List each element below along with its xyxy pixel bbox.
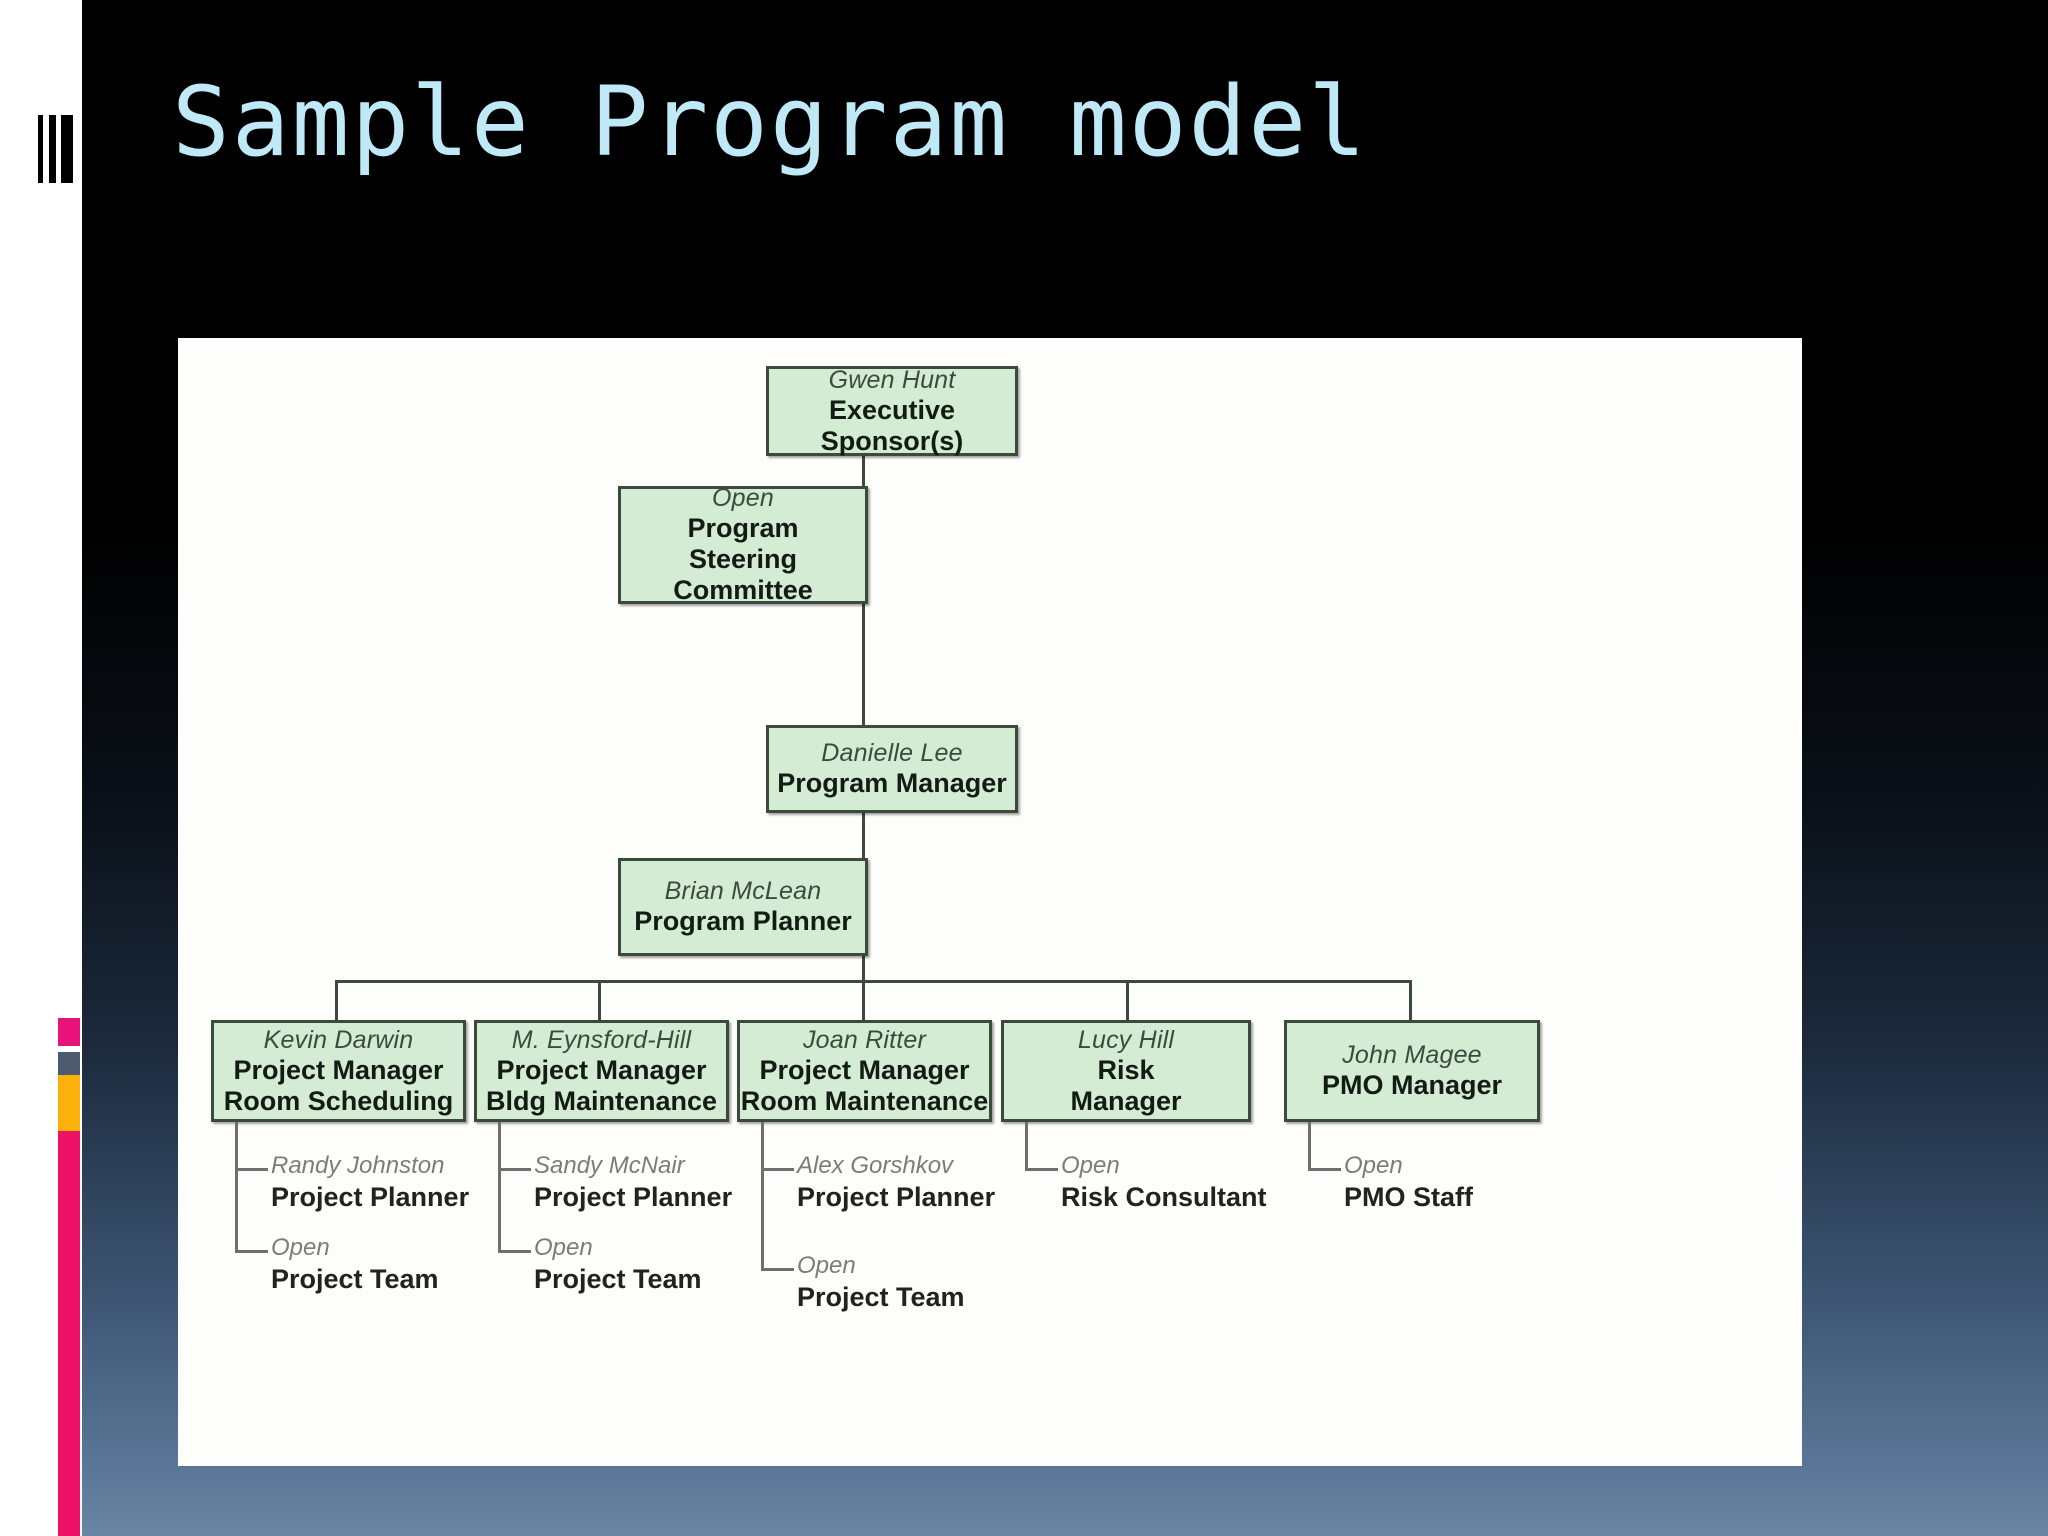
node-risk-manager[interactable]: Lucy Hill Risk Manager bbox=[1001, 1020, 1251, 1122]
node-role-line-1: Program Manager bbox=[777, 768, 1007, 798]
node-role-line-2: Room Scheduling bbox=[223, 1085, 454, 1116]
node-name: Brian McLean bbox=[664, 877, 822, 905]
leaf-item-pmo-staff[interactable]: Open PMO Staff bbox=[1344, 1151, 1473, 1213]
leaf-tick-c5a bbox=[1308, 1168, 1341, 1171]
node-name: Open bbox=[712, 484, 774, 512]
connector-exec-vertical bbox=[862, 455, 865, 755]
leaf-role: Project Planner bbox=[271, 1182, 470, 1212]
connector-drop-col3 bbox=[862, 980, 865, 1020]
leaf-tick-c3a bbox=[761, 1168, 794, 1171]
node-role-line-1: Risk bbox=[1097, 1054, 1155, 1085]
org-chart: Gwen Hunt Executive Sponsor(s) Open Prog… bbox=[178, 338, 1802, 1466]
node-executive-sponsor[interactable]: Gwen Hunt Executive Sponsor(s) bbox=[766, 366, 1018, 456]
connector-drop-col1 bbox=[335, 980, 338, 1020]
node-role-line-2: Manager bbox=[1070, 1085, 1182, 1116]
node-role-line-2: Room Maintenance bbox=[740, 1085, 989, 1116]
leaf-role: Project Planner bbox=[534, 1182, 733, 1212]
accent-block-pink-small bbox=[58, 1018, 80, 1046]
node-program-steering-committee[interactable]: Open Program Steering Committee bbox=[618, 484, 868, 605]
accent-block-pink-bar bbox=[58, 1131, 80, 1536]
node-role-line-1: Program Planner bbox=[634, 906, 852, 936]
node-name: Danielle Lee bbox=[821, 739, 963, 767]
leaf-name: Sandy McNair bbox=[534, 1152, 685, 1179]
node-role-line-1: Executive bbox=[828, 394, 956, 425]
connector-bottom-bus bbox=[335, 980, 1410, 983]
leaf-item-sandy-mcnair[interactable]: Sandy McNair Project Planner bbox=[534, 1151, 732, 1213]
node-name: M. Eynsford-Hill bbox=[511, 1025, 692, 1054]
node-role-line-1: Project Manager bbox=[496, 1054, 707, 1085]
leaf-item-risk-consultant[interactable]: Open Risk Consultant bbox=[1061, 1151, 1267, 1213]
leaf-tick-c3b bbox=[761, 1268, 794, 1271]
node-name: Kevin Darwin bbox=[263, 1025, 414, 1054]
leaf-role: PMO Staff bbox=[1344, 1182, 1474, 1212]
node-name: Lucy Hill bbox=[1077, 1025, 1175, 1054]
node-pmo-manager[interactable]: John Magee PMO Manager bbox=[1284, 1020, 1540, 1122]
leaf-item-alex-gorshkov[interactable]: Alex Gorshkov Project Planner bbox=[797, 1151, 995, 1213]
node-role-line-2: Steering bbox=[688, 544, 798, 574]
leaf-name: Open bbox=[534, 1234, 593, 1261]
leaf-role: Risk Consultant bbox=[1061, 1182, 1267, 1212]
leaf-name: Open bbox=[1061, 1152, 1120, 1179]
connector-drop-col2 bbox=[598, 980, 601, 1020]
page-title: Sample Program model bbox=[172, 66, 1368, 178]
leaf-spine-col1 bbox=[235, 1122, 238, 1252]
barcode-stripe-1 bbox=[38, 115, 43, 183]
leaf-tick-c1a bbox=[235, 1168, 268, 1171]
leaf-item-col1-project-team[interactable]: Open Project Team bbox=[271, 1233, 439, 1295]
node-project-manager-room-scheduling[interactable]: Kevin Darwin Project Manager Room Schedu… bbox=[211, 1020, 466, 1122]
barcode-stripe-3 bbox=[61, 115, 73, 183]
leaf-tick-c1b bbox=[235, 1250, 268, 1253]
node-name: John Magee bbox=[1342, 1041, 1482, 1069]
leaf-tick-c4a bbox=[1025, 1168, 1058, 1171]
node-name: Joan Ritter bbox=[802, 1025, 927, 1054]
leaf-spine-col4 bbox=[1025, 1122, 1028, 1170]
leaf-name: Open bbox=[271, 1234, 330, 1261]
node-role-line-2: Bldg Maintenance bbox=[485, 1085, 718, 1116]
node-role-line-1: PMO Manager bbox=[1321, 1070, 1503, 1100]
org-chart-panel: Gwen Hunt Executive Sponsor(s) Open Prog… bbox=[178, 338, 1802, 1466]
leaf-name: Open bbox=[1344, 1152, 1403, 1179]
leaf-item-col2-project-team[interactable]: Open Project Team bbox=[534, 1233, 702, 1295]
leaf-spine-col2 bbox=[498, 1122, 501, 1252]
connector-drop-col5 bbox=[1409, 980, 1412, 1020]
node-role-line-2: Sponsor(s) bbox=[820, 425, 964, 456]
node-role-line-1: Program bbox=[687, 513, 799, 543]
node-name: Gwen Hunt bbox=[828, 365, 956, 394]
node-role-line-1: Project Manager bbox=[233, 1054, 444, 1085]
node-project-manager-room-maintenance[interactable]: Joan Ritter Project Manager Room Mainten… bbox=[737, 1020, 992, 1122]
node-program-planner[interactable]: Brian McLean Program Planner bbox=[618, 858, 868, 956]
barcode-stripe-2 bbox=[49, 115, 56, 183]
node-project-manager-bldg-maintenance[interactable]: M. Eynsford-Hill Project Manager Bldg Ma… bbox=[474, 1020, 729, 1122]
leaf-role: Project Planner bbox=[797, 1182, 996, 1212]
leaf-name: Open bbox=[797, 1252, 856, 1279]
connector-drop-col4 bbox=[1126, 980, 1129, 1020]
leaf-spine-col3 bbox=[761, 1122, 764, 1270]
node-program-manager[interactable]: Danielle Lee Program Manager bbox=[766, 725, 1018, 813]
leaf-name: Alex Gorshkov bbox=[797, 1152, 954, 1179]
leaf-role: Project Team bbox=[271, 1264, 439, 1294]
leaf-name: Randy Johnston bbox=[271, 1152, 445, 1179]
leaf-tick-c2b bbox=[498, 1250, 531, 1253]
leaf-tick-c2a bbox=[498, 1168, 531, 1171]
leaf-role: Project Team bbox=[797, 1282, 965, 1312]
leaf-item-randy-johnston[interactable]: Randy Johnston Project Planner bbox=[271, 1151, 469, 1213]
node-role-line-3: Committee bbox=[673, 575, 813, 605]
leaf-item-col3-project-team[interactable]: Open Project Team bbox=[797, 1251, 965, 1313]
node-role-line-1: Project Manager bbox=[759, 1054, 970, 1085]
leaf-role: Project Team bbox=[534, 1264, 702, 1294]
leaf-spine-col5 bbox=[1308, 1122, 1311, 1170]
